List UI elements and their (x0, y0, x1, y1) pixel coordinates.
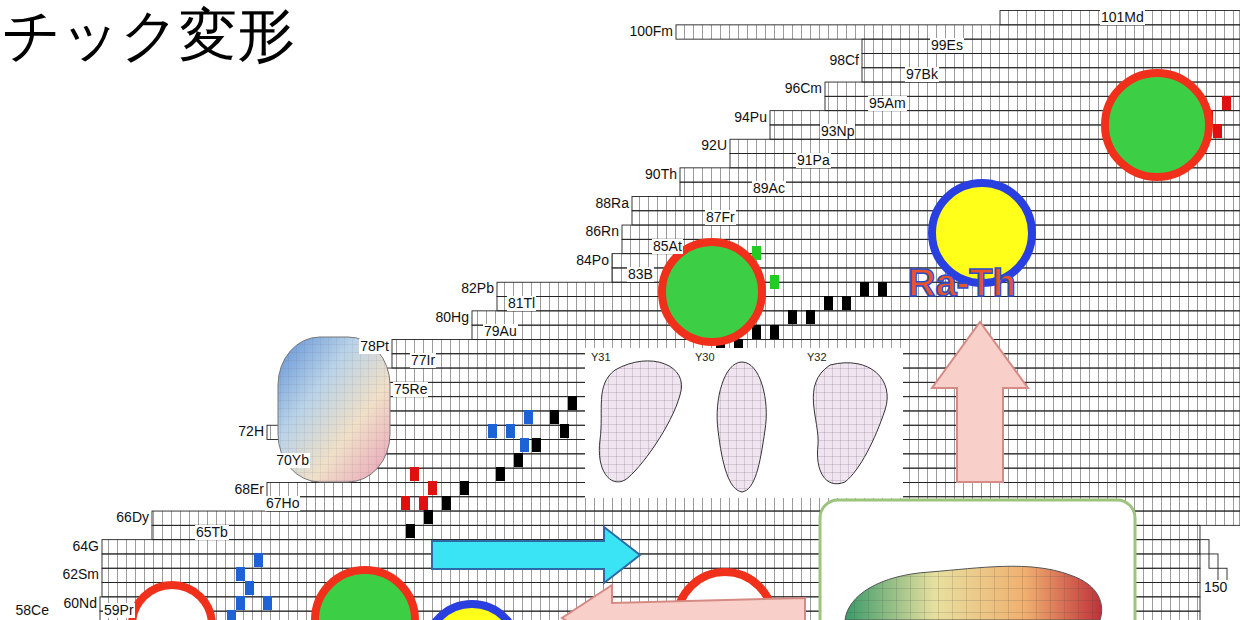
element-label: 65Tb (195, 525, 229, 540)
element-label: 89Ac (752, 181, 786, 196)
nuclide-row (862, 53, 1240, 67)
element-label: 98Cf (828, 53, 860, 68)
nuclide-row (472, 325, 1240, 339)
nuclide-row (1000, 11, 1240, 25)
element-label: 81Tl (507, 296, 536, 311)
element-label: 75Re (393, 382, 428, 397)
element-label: 72H (237, 424, 265, 439)
element-label: 64G (72, 539, 100, 554)
nuclide-row (676, 25, 1240, 39)
element-label: 62Sm (61, 567, 100, 582)
element-label: 77Ir (410, 353, 436, 368)
element-label: 85At (652, 239, 683, 254)
slide-title: チック変形 (2, 2, 295, 68)
nuclide-row (862, 39, 1240, 53)
element-label: 78Pt (359, 339, 390, 354)
element-label: 95Am (868, 96, 907, 111)
element-label: 97Bk (905, 67, 939, 82)
element-label: 68Er (233, 482, 265, 497)
element-label: 70Yb (275, 453, 310, 468)
element-label: 84Po (575, 253, 610, 268)
element-label: 88Ra (595, 196, 630, 211)
element-label: 100Fm (628, 24, 674, 39)
element-label: 87Fr (705, 210, 736, 225)
element-label: 150 (1203, 580, 1228, 595)
element-label: 83B (627, 267, 654, 282)
mode-label: Y30 (694, 350, 716, 365)
element-label: 66Dy (115, 510, 150, 525)
nuclide-cell (1200, 540, 1209, 554)
nuclide-cell (1209, 554, 1218, 568)
element-label: 90Th (644, 167, 678, 182)
element-label: 59Pr (103, 603, 135, 618)
element-label: 80Hg (435, 310, 470, 325)
mode-label: Y31 (590, 350, 612, 365)
element-label: 86Rn (585, 224, 620, 239)
element-label: 94Pu (733, 110, 768, 125)
nuclide-row (497, 297, 1240, 311)
element-label: 93Np (820, 124, 855, 139)
element-label: 67Ho (265, 496, 300, 511)
element-label: 91Pa (796, 153, 831, 168)
element-label: 92U (700, 138, 728, 153)
element-label: 60Nd (63, 596, 98, 611)
element-label: 99Es (930, 38, 964, 53)
nuclide-row (497, 282, 1240, 296)
element-label: 101Md (1100, 10, 1145, 25)
element-label: 82Pb (460, 281, 495, 296)
region-label: Ra-Th (908, 262, 1016, 304)
element-label: 96Cm (784, 81, 823, 96)
element-label: 58Ce (15, 603, 50, 618)
mode-label: Y32 (806, 350, 828, 365)
element-label: 79Au (483, 324, 518, 339)
nuclide-row (472, 311, 1240, 325)
